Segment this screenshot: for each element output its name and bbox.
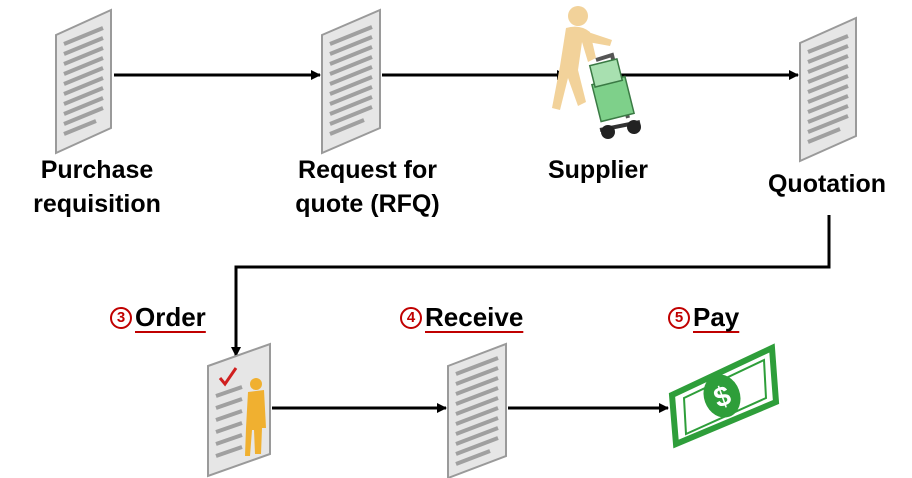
order-document-icon <box>207 342 271 478</box>
person-icon <box>245 378 266 456</box>
supplier-cart-icon <box>552 6 641 139</box>
step-number-badge: 4 <box>400 306 422 329</box>
rfq-label: Request for quote (RFQ) <box>275 153 460 221</box>
step-order: 3 Order <box>110 302 206 333</box>
document-icon <box>799 16 857 163</box>
purchase-requisition-label-line1: Purchase <box>40 156 154 184</box>
step-number-badge: 3 <box>110 306 132 329</box>
purchase-requisition-label-line2: requisition <box>33 190 161 218</box>
supplier-label: Supplier <box>547 156 648 184</box>
step-receive: 4 Receive <box>400 302 523 333</box>
arrow-quotation-to-order <box>231 215 831 357</box>
rfq-label-line2: quote (RFQ) <box>295 190 440 218</box>
step-number-badge: 5 <box>668 306 690 329</box>
step-order-label: Order <box>135 302 206 332</box>
quotation-label: Quotation <box>767 170 887 198</box>
rfq-label-line1: Request for <box>298 156 437 184</box>
purchase-requisition-label: Purchase requisition <box>22 153 172 221</box>
document-icon <box>55 8 112 155</box>
document-icon <box>447 342 507 478</box>
document-icon <box>321 8 381 155</box>
step-receive-label: Receive <box>425 302 524 332</box>
step-pay-label: Pay <box>693 302 740 332</box>
step-pay: 5 Pay <box>668 302 739 333</box>
dollar-bill-icon: $ <box>668 343 780 449</box>
check-mark-icon <box>218 367 238 387</box>
